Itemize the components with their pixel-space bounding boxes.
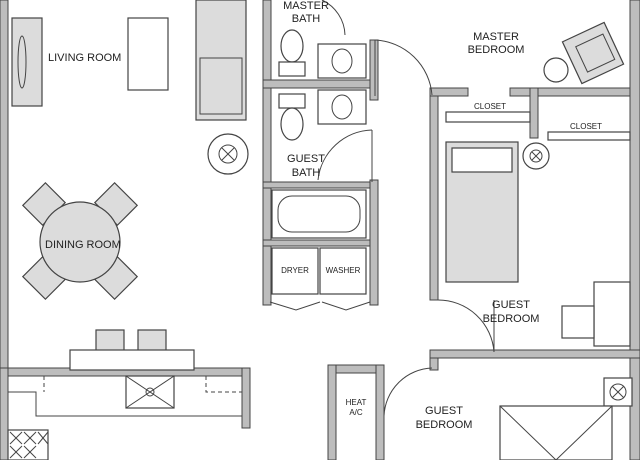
label-washer: WASHER — [326, 266, 361, 275]
stove-burners — [9, 431, 49, 459]
guest-bed-2 — [499, 405, 613, 460]
wall-closet-divider — [529, 87, 539, 139]
bar-stool-1 — [95, 329, 125, 353]
sink-drain — [145, 387, 155, 397]
door-master-bath — [374, 39, 433, 96]
guest-toilet-tank — [278, 93, 306, 109]
sofa-cushion — [199, 57, 243, 115]
sink-x2 — [125, 375, 175, 409]
label-guest-bedroom-2-1: GUEST — [425, 405, 463, 417]
lamp-left-icon — [218, 144, 238, 164]
guest-sink-bowl — [331, 94, 353, 120]
door-laundry-left — [269, 301, 321, 311]
label-heat-1: HEAT — [346, 398, 367, 407]
wall-bath-left — [262, 0, 272, 306]
label-heat-2: A/C — [349, 408, 363, 417]
bar-stool-2 — [137, 329, 167, 353]
master-sink-bowl — [331, 48, 353, 74]
door-master-bath-top — [321, 0, 346, 36]
closet-1-shelf — [445, 111, 531, 123]
washer — [319, 247, 367, 295]
label-guest-bath-2: BATH — [292, 167, 321, 179]
stove — [7, 429, 49, 460]
door-guest-bedroom-1 — [437, 299, 495, 353]
side-table-master — [543, 57, 569, 83]
wall-guestbed-top — [429, 349, 640, 359]
armchair — [561, 21, 625, 85]
guest-bedroom-1-furniture — [445, 141, 631, 347]
armchair-seat — [575, 33, 616, 73]
wall-guestbath-bottom — [262, 181, 376, 189]
label-guest-bedroom-2-2: BEDROOM — [416, 419, 473, 431]
guest-bedroom-2-furniture — [499, 377, 633, 460]
wall-heat-right — [375, 364, 385, 460]
laundry — [271, 247, 367, 295]
guest-toilet — [280, 107, 304, 141]
master-toilet-tank — [278, 61, 306, 77]
wall-bath-divider — [262, 79, 376, 89]
master-sink — [317, 43, 367, 79]
wall-left-upper — [0, 0, 9, 371]
living-room-furniture — [11, 0, 249, 175]
desk-chair — [561, 305, 595, 339]
sofa — [195, 0, 247, 121]
bathtub-basin — [277, 195, 361, 233]
tv-console — [11, 17, 43, 107]
master-bath-fixtures — [278, 29, 367, 79]
guest-bath-fixtures — [271, 89, 367, 239]
wall-laundry-top — [262, 239, 376, 247]
lamp-left-x2 — [221, 147, 235, 161]
bathtub — [271, 189, 367, 239]
label-dining-room: DINING ROOM — [45, 239, 121, 251]
door-guest-bath — [317, 129, 373, 181]
label-master-bath-1: MASTER — [283, 0, 329, 12]
dresser — [593, 281, 631, 347]
dining-table — [39, 201, 121, 283]
doors — [269, 0, 495, 417]
kitchen — [7, 329, 242, 460]
closet-2-shelf — [547, 131, 631, 141]
wall-hall-right — [429, 89, 439, 301]
label-living-room: LIVING ROOM — [48, 52, 121, 64]
master-toilet — [280, 29, 304, 63]
wall-guestbed2-stub — [429, 357, 439, 371]
label-master-bath-2: BATH — [292, 13, 321, 25]
kitchen-cab-dash-2 — [205, 376, 242, 393]
label-guest-bedroom-1-2: BEDROOM — [483, 313, 540, 325]
room-labels: LIVING ROOM DINING ROOM MASTER BATH MAST… — [45, 0, 602, 431]
label-dryer: DRYER — [281, 266, 309, 275]
wall-bath-right-lower — [369, 179, 379, 306]
lamp-guest-1-icon — [529, 149, 543, 163]
label-closet-2: CLOSET — [570, 122, 602, 131]
tv-icon — [17, 35, 27, 89]
kitchen-bar — [69, 349, 195, 371]
kitchen-counter-front — [8, 391, 242, 417]
dryer — [271, 247, 319, 295]
door-guest-bedroom-2 — [383, 367, 433, 417]
coffee-table — [127, 17, 169, 91]
label-guest-bath-1: GUEST — [287, 153, 325, 165]
label-master-bedroom-1: MASTER — [473, 31, 519, 43]
label-closet-1: CLOSET — [474, 102, 506, 111]
wall-left-lower — [0, 367, 9, 460]
label-master-bedroom-2: BEDROOM — [468, 44, 525, 56]
dining-furniture — [21, 181, 139, 301]
wall-master-bottom-b — [509, 87, 640, 97]
wall-bath-right-upper — [369, 39, 379, 101]
guest-bed-1-pillow — [451, 147, 513, 173]
lamp-guest-2-icon — [609, 383, 627, 401]
wall-heat-left — [327, 364, 337, 460]
label-guest-bedroom-1-1: GUEST — [492, 299, 530, 311]
master-bedroom-furniture — [445, 21, 631, 141]
wall-master-bottom-a — [429, 87, 469, 97]
guest-sink — [317, 89, 367, 125]
door-laundry-right — [321, 301, 371, 311]
wall-kitchen-right — [241, 367, 251, 429]
wall-right — [629, 0, 640, 460]
